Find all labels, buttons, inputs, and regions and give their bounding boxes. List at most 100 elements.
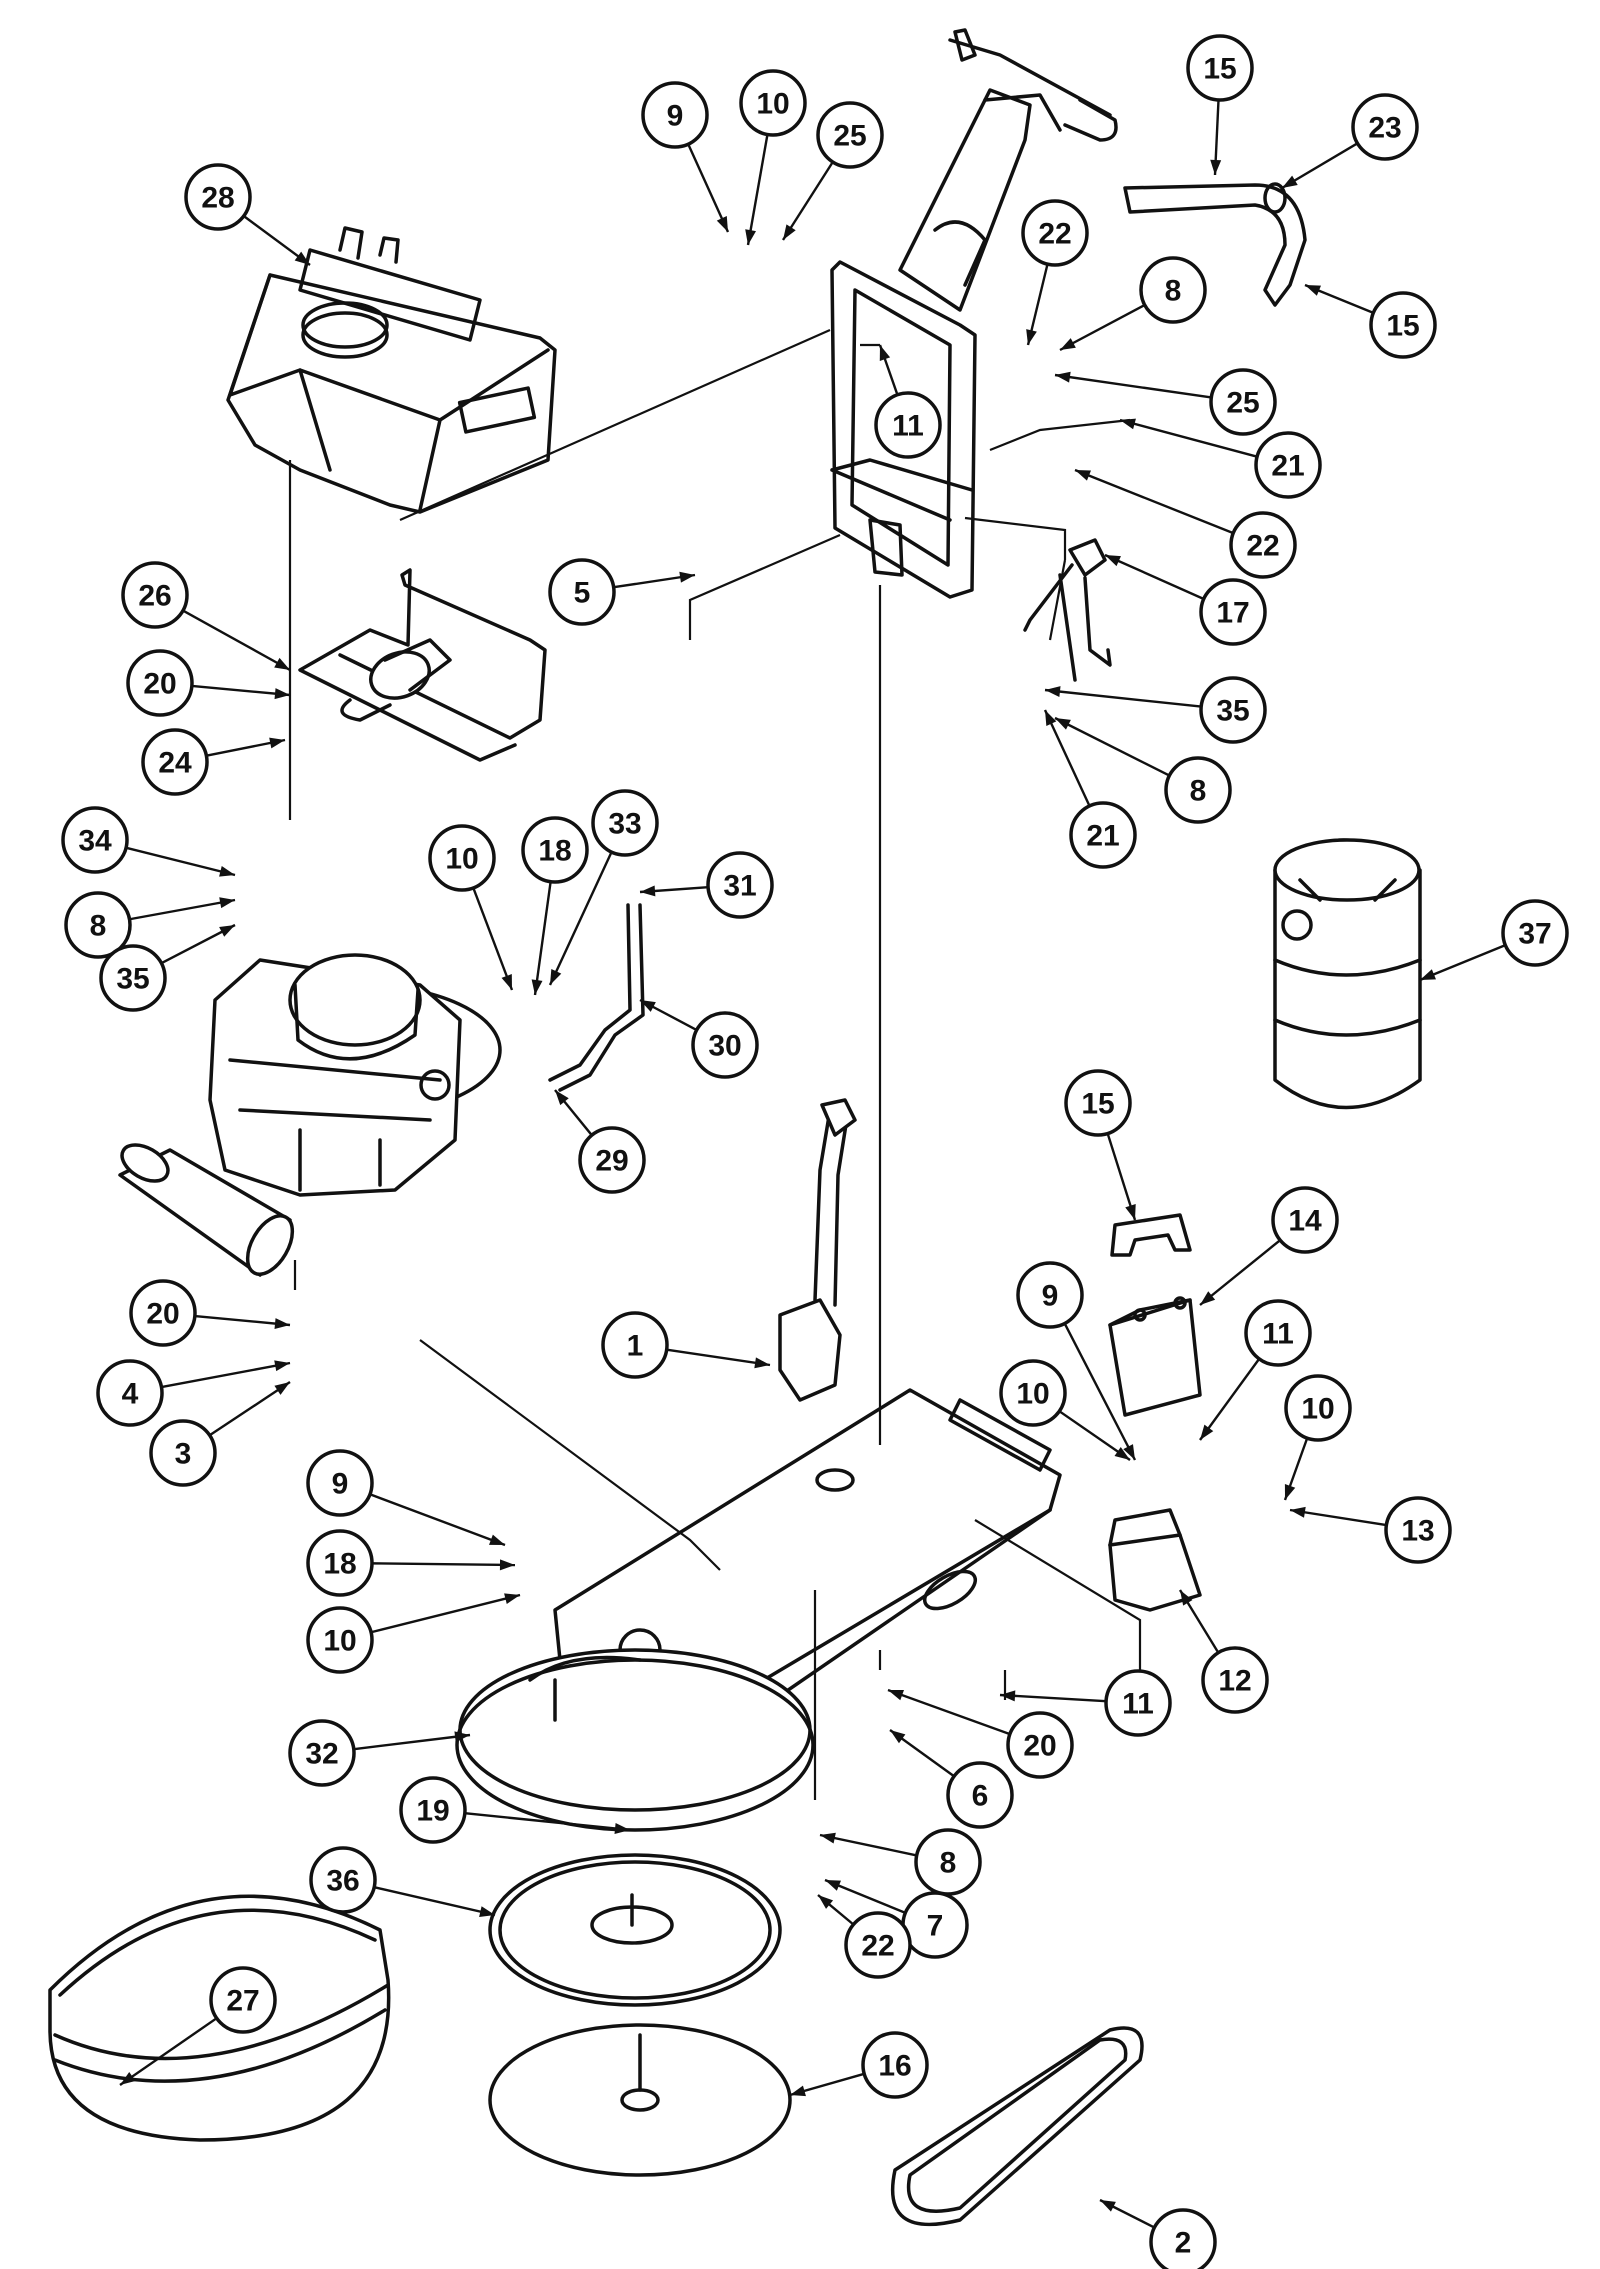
callout-arrowhead — [754, 1357, 770, 1369]
callout-circle — [1201, 1646, 1269, 1714]
callout-number: 10 — [323, 1625, 356, 1658]
callout-circle — [641, 81, 709, 149]
callout-25: 25 — [781, 101, 884, 241]
callout-16: 16 — [789, 2031, 929, 2099]
callout-circle — [739, 69, 807, 137]
callout-circle — [149, 1419, 217, 1487]
callout-leader — [1119, 418, 1258, 458]
callout-leader — [472, 887, 514, 991]
callout-number: 8 — [90, 910, 107, 943]
callout-number: 8 — [1190, 775, 1207, 808]
callout-4: 4 — [96, 1359, 291, 1427]
callout-circle — [99, 944, 167, 1012]
callout-number: 37 — [1518, 918, 1551, 951]
callout-19: 19 — [399, 1776, 631, 1844]
callout-number: 26 — [138, 580, 171, 613]
alignment-lines — [288, 328, 1142, 1800]
callout-number: 22 — [1246, 530, 1279, 563]
callout-23: 23 — [1281, 93, 1419, 190]
callout-leader — [125, 846, 236, 877]
callout-circle — [129, 1279, 197, 1347]
callout-circle — [399, 1776, 467, 1844]
callout-leader — [1044, 688, 1202, 708]
callout-29: 29 — [554, 1089, 646, 1194]
part-motor-bracket — [298, 568, 547, 762]
callout-leader — [1063, 1322, 1137, 1461]
callout-circle — [1021, 199, 1089, 267]
callout-leader — [1199, 1358, 1261, 1441]
callout-number: 28 — [201, 182, 234, 215]
callout-14: 14 — [1199, 1186, 1339, 1306]
callout-number: 3 — [175, 1438, 192, 1471]
callout-circle — [61, 806, 129, 874]
callout-arrowhead — [1026, 329, 1037, 345]
callout-22: 22 — [817, 1894, 912, 1979]
callout-arrowhead — [1282, 175, 1298, 188]
callout-leader — [1059, 303, 1146, 352]
callout-12: 12 — [1178, 1589, 1269, 1714]
callout-number: 15 — [1203, 53, 1236, 86]
part-filter — [118, 1143, 295, 1277]
callout-number: 5 — [574, 577, 591, 610]
callout-20: 20 — [129, 1279, 291, 1347]
callout-arrowhead — [274, 1382, 290, 1395]
callout-27: 27 — [119, 1966, 277, 2086]
part-throttle — [1023, 538, 1112, 682]
callout-arrowhead — [716, 216, 728, 232]
callout-number: 31 — [723, 870, 756, 903]
callout-circle — [521, 816, 589, 884]
callout-11: 11 — [1199, 1299, 1312, 1441]
callout-26: 26 — [121, 561, 291, 672]
callout-number: 4 — [122, 1378, 139, 1411]
callout-leader — [887, 1688, 1011, 1736]
part-drive-plate — [488, 1853, 782, 2007]
part-pad — [488, 2023, 792, 2177]
callout-number: 15 — [1081, 1088, 1114, 1121]
callout-arrowhead — [1105, 555, 1121, 567]
callout-leader — [373, 1886, 496, 1917]
callout-number: 11 — [1262, 1318, 1294, 1351]
callout-circle — [1501, 899, 1569, 967]
callout-32: 32 — [288, 1719, 471, 1787]
callout-number: 9 — [1042, 1280, 1059, 1313]
callout-circle — [126, 649, 194, 717]
callout-number: 21 — [1271, 450, 1304, 483]
callout-number: 6 — [972, 1780, 989, 1813]
callout-arrowhead — [783, 224, 796, 240]
callout-number: 33 — [608, 808, 641, 841]
callout-18: 18 — [306, 1529, 516, 1597]
callout-leader — [371, 1562, 516, 1567]
callout-31: 31 — [639, 851, 774, 919]
callout-leader — [1054, 716, 1170, 777]
callout-arrowhead — [274, 657, 290, 670]
callout-leader — [746, 134, 769, 246]
callout-number: 35 — [1216, 695, 1249, 728]
callout-leader — [464, 1812, 631, 1832]
callout-circle — [1384, 1496, 1452, 1564]
part-battery-clip — [1110, 1213, 1192, 1257]
callout-circle — [914, 1828, 982, 1896]
callout-25: 25 — [1054, 368, 1277, 436]
callout-arrowhead — [1200, 1424, 1214, 1440]
callout-number: 35 — [116, 963, 149, 996]
callout-number: 1 — [627, 1330, 644, 1363]
callout-20: 20 — [887, 1688, 1074, 1779]
part-engine — [208, 953, 502, 1197]
callout-arrowhead — [294, 251, 310, 265]
callout-circle — [141, 728, 209, 796]
callout-circle — [1006, 1711, 1074, 1779]
callout-arrowhead — [1045, 710, 1057, 726]
callout-arrowhead — [274, 1318, 290, 1330]
callout-5: 5 — [548, 558, 696, 626]
callout-leader — [1419, 943, 1506, 982]
callout-arrowhead — [1100, 2200, 1116, 2212]
callout-number: 19 — [416, 1795, 449, 1828]
callout-number: 10 — [1016, 1378, 1049, 1411]
part-regulator — [778, 1098, 857, 1402]
callout-circle — [861, 2031, 929, 2099]
callout-leader — [1106, 1133, 1137, 1221]
callout-number: 13 — [1401, 1515, 1434, 1548]
callout-circle — [844, 1911, 912, 1979]
callout-number: 18 — [538, 835, 571, 868]
callout-arrowhead — [274, 1360, 290, 1372]
